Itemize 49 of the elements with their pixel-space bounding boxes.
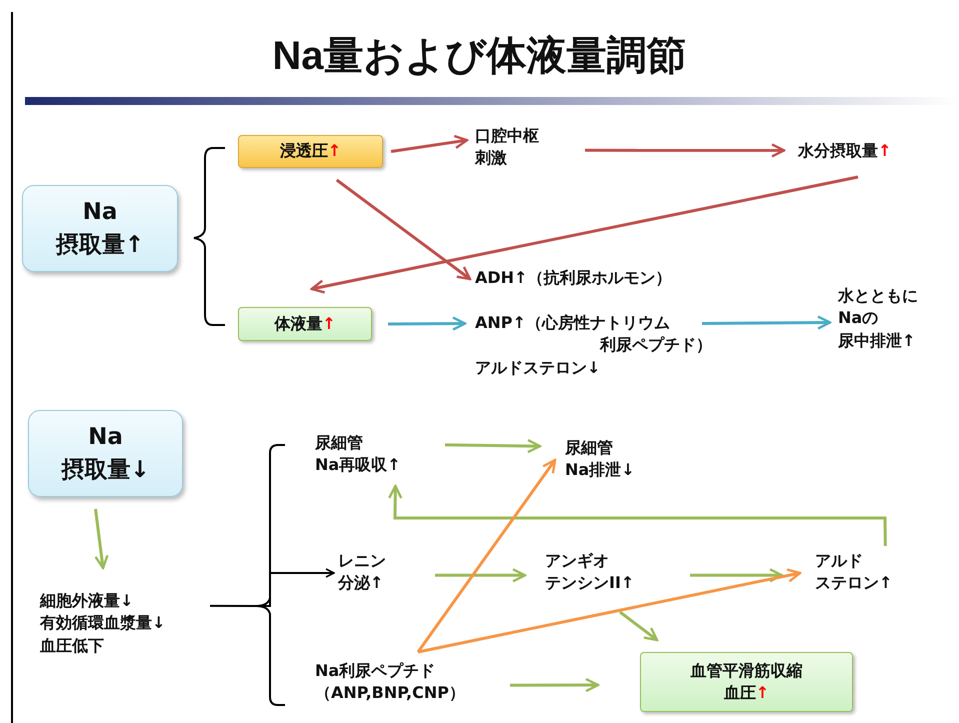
node-text: 摂取量↑ — [56, 230, 144, 260]
increase-mark: ↑ — [878, 141, 892, 160]
node-text: 浸透圧 — [280, 141, 328, 160]
node-text: 血管平滑筋収縮 — [690, 660, 802, 682]
process-box — [640, 652, 853, 712]
node-text: レニン分泌↑ — [338, 550, 386, 594]
node-text: 摂取量↓ — [61, 456, 150, 484]
arrow — [388, 316, 466, 331]
node-text: 尿細管Na再吸収↑ — [315, 432, 401, 476]
arrow — [702, 315, 832, 330]
node-text: Na — [82, 198, 118, 228]
arrow — [336, 178, 472, 280]
intake-box — [22, 185, 178, 272]
node-text: Na — [88, 423, 123, 452]
arrow — [690, 568, 784, 582]
node-text: ADH↑（抗利尿ホルモン） — [475, 267, 672, 289]
node-text: 尿細管Na排泄↓ — [565, 437, 635, 482]
arrow — [585, 143, 786, 158]
arrow — [94, 508, 109, 570]
node-text: 血圧 — [724, 683, 756, 702]
node-text: アルドステロン↑ — [815, 550, 892, 594]
process-box — [238, 135, 383, 168]
arrow — [310, 176, 858, 294]
arrow — [510, 678, 600, 692]
arrow — [619, 610, 658, 642]
node-text: 水とともにNaの尿中排泄↑ — [838, 285, 918, 352]
node-text: 水分摂取量 — [798, 141, 878, 160]
arrow — [210, 568, 335, 607]
node-text: Na利尿ペプチド（ANP,BNP,CNP） — [315, 660, 465, 704]
node-text: 口腔中枢刺激 — [475, 125, 539, 170]
arrow — [435, 568, 526, 582]
arrow — [416, 458, 556, 653]
arrow — [418, 568, 802, 654]
node-text: アルドステロン↓ — [475, 356, 600, 379]
process-box — [28, 410, 183, 497]
arrow — [390, 134, 468, 153]
node-text: 細胞外液量↓ — [40, 590, 134, 612]
node-text: 有効循環血漿量↓ — [40, 612, 166, 634]
increase-mark: ↑ — [756, 683, 770, 702]
increase-mark: ↑ — [322, 314, 336, 333]
node-text: アンギオテンシンII↑ — [545, 550, 634, 594]
title: Na量および体液量調節 — [271, 33, 688, 80]
node-text: ANP↑（心房性ナトリウム利尿ペプチド） — [475, 312, 712, 356]
arrow — [388, 484, 887, 546]
increase-mark: ↑ — [328, 141, 342, 160]
node-text: 体液量 — [274, 314, 322, 333]
arrow — [444, 438, 542, 454]
process-box — [238, 307, 372, 341]
node-text: 血圧低下 — [40, 634, 104, 657]
